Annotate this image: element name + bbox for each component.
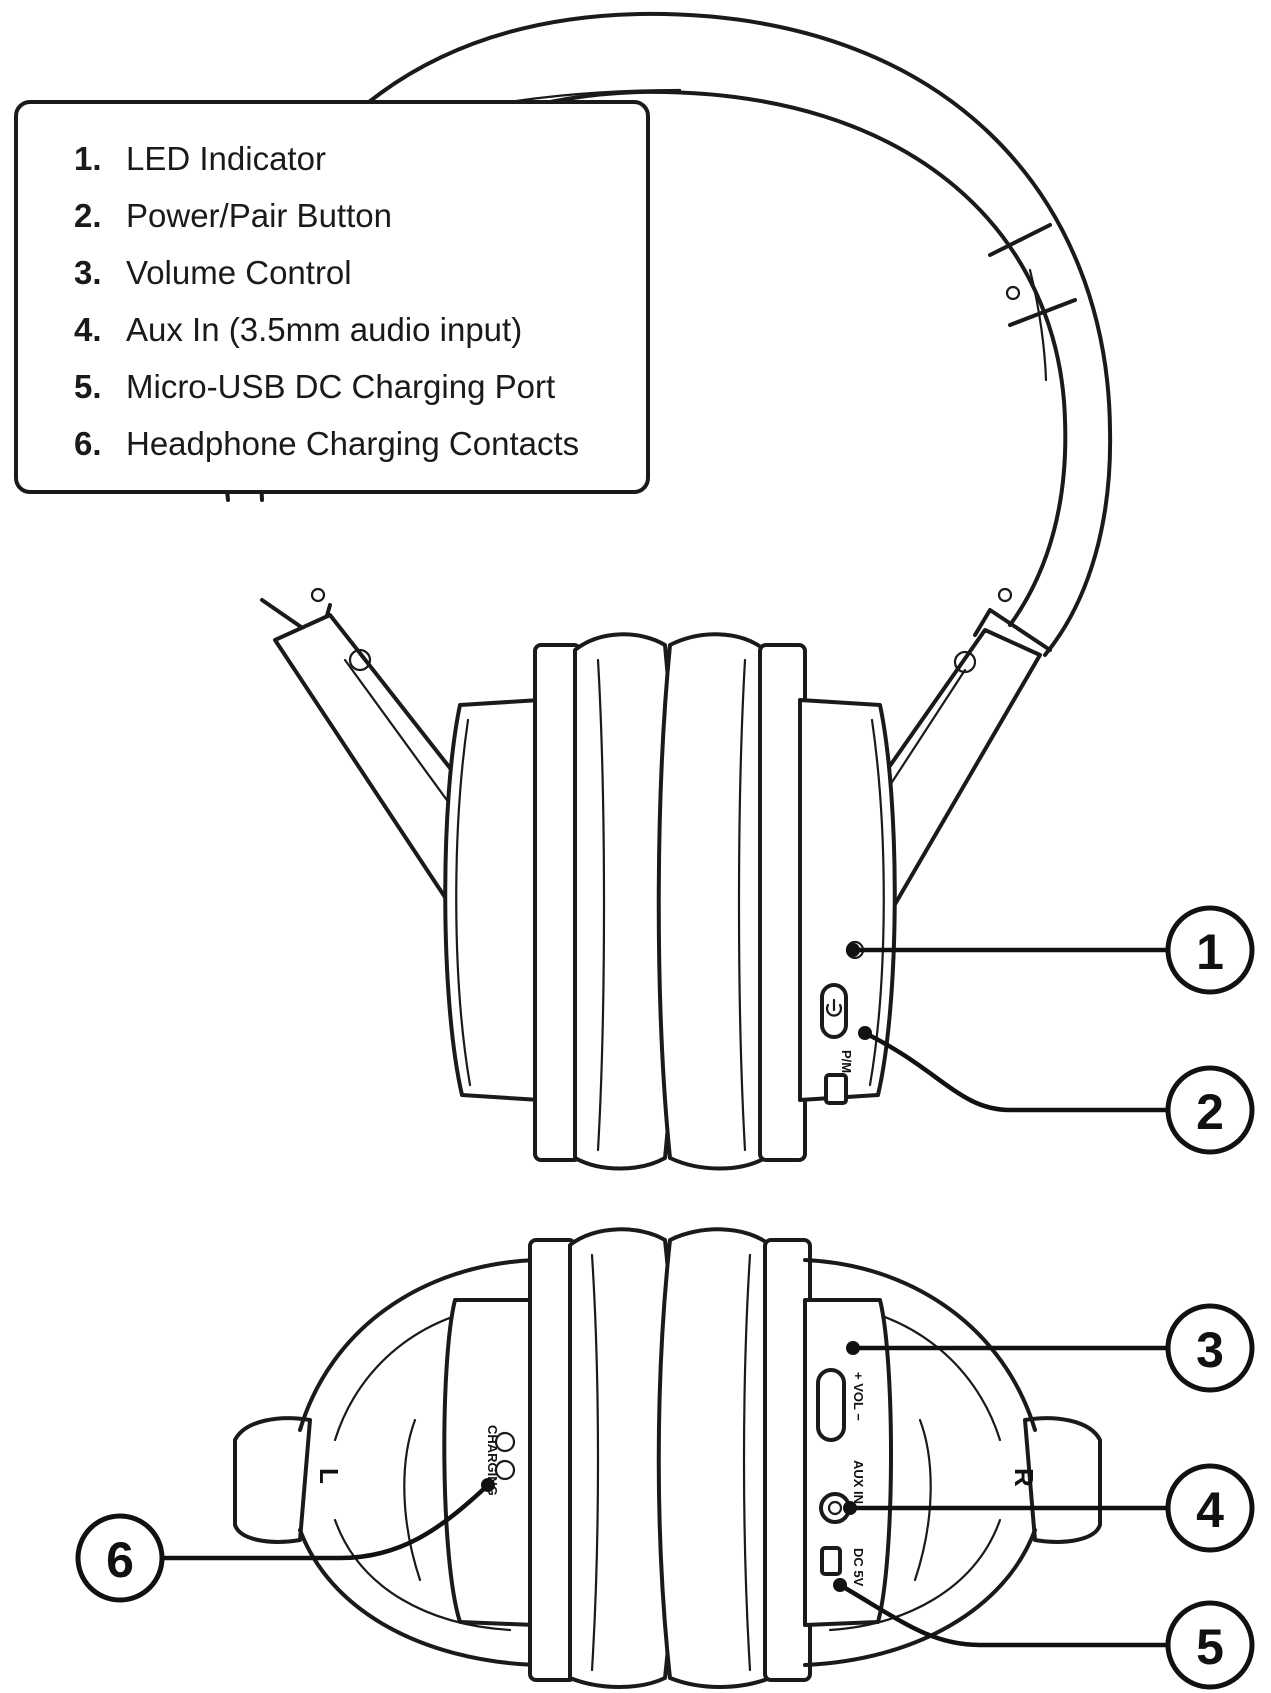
legend-list: 1. LED Indicator 2. Power/Pair Button 3. Vo… <box>74 130 646 472</box>
right-side-mark: R <box>1009 1468 1039 1487</box>
svg-text:6: 6 <box>106 1532 134 1588</box>
legend-item-contacts: 6. Headphone Charging Contacts <box>74 415 646 472</box>
folded-cushions <box>528 1227 812 1689</box>
callout-6: 6 <box>75 1478 495 1603</box>
volume-mark: + VOL − <box>851 1372 866 1421</box>
folded-left-cup: L CHARGING <box>233 1258 537 1667</box>
legend-number: 6. <box>74 425 102 462</box>
svg-text:3: 3 <box>1196 1322 1224 1378</box>
callout-5: 5 <box>833 1578 1255 1690</box>
parts-legend: 1. LED Indicator 2. Power/Pair Button 3. Vo… <box>14 100 650 494</box>
legend-label: Aux In (3.5mm audio input) <box>126 311 523 348</box>
legend-label: Headphone Charging Contacts <box>126 425 580 462</box>
legend-number: 5. <box>74 368 102 405</box>
pair-mark: P/M <box>839 1050 854 1073</box>
legend-item-volume: 3. Volume Control <box>74 244 646 301</box>
legend-item-aux: 4. Aux In (3.5mm audio input) <box>74 301 646 358</box>
svg-text:2: 2 <box>1196 1084 1224 1140</box>
callout-1: 1 <box>846 905 1255 995</box>
callout-2: 2 <box>858 1026 1255 1155</box>
legend-item-power: 2. Power/Pair Button <box>74 187 646 244</box>
svg-text:1: 1 <box>1196 924 1224 980</box>
front-right-earcup: P/M <box>656 632 897 1171</box>
dc-mark: DC 5V <box>851 1548 866 1587</box>
legend-label: Micro-USB DC Charging Port <box>126 368 556 405</box>
svg-text:4: 4 <box>1196 1482 1224 1538</box>
front-left-earcup <box>443 632 679 1171</box>
legend-number: 1. <box>74 140 102 177</box>
legend-label: Volume Control <box>126 254 352 291</box>
legend-item-led: 1. LED Indicator <box>74 130 646 187</box>
legend-label: Power/Pair Button <box>126 197 392 234</box>
legend-item-usb: 5. Micro-USB DC Charging Port <box>74 358 646 415</box>
folded-right-cup: R + VOL − AUX IN DC 5V <box>803 1258 1102 1667</box>
aux-mark: AUX IN <box>851 1460 866 1504</box>
callout-3: 3 <box>846 1303 1255 1393</box>
legend-label: LED Indicator <box>126 140 326 177</box>
legend-number: 3. <box>74 254 102 291</box>
left-side-mark: L <box>314 1468 344 1484</box>
legend-number: 4. <box>74 311 102 348</box>
callout-4: 4 <box>843 1463 1255 1553</box>
legend-number: 2. <box>74 197 102 234</box>
svg-text:5: 5 <box>1196 1619 1224 1675</box>
